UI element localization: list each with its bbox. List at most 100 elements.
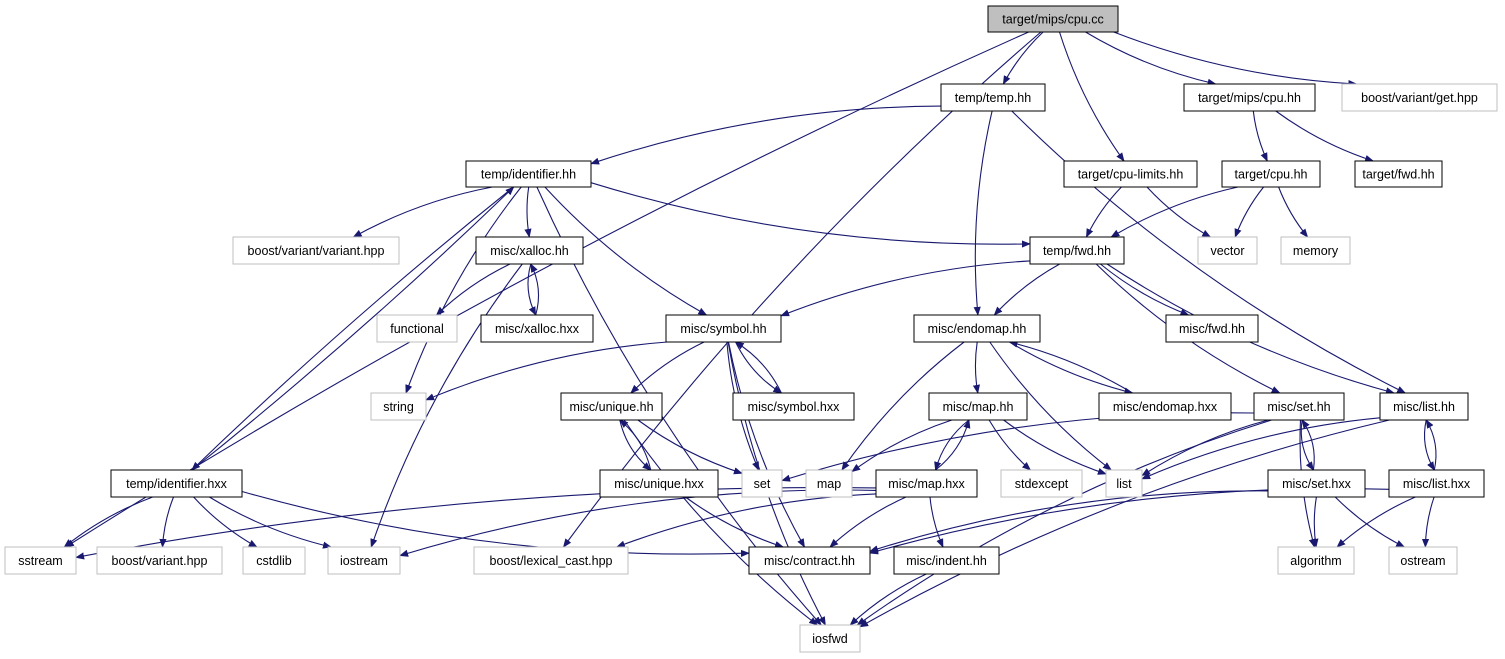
node-symbol-hh[interactable]: misc/symbol.hh <box>665 314 782 343</box>
node-xalloc-hxx[interactable]: misc/xalloc.hxx <box>480 314 594 343</box>
node-endomap-hxx[interactable]: misc/endomap.hxx <box>1098 392 1232 421</box>
edge-symbol_hxx-to-symbol_hh <box>734 341 782 394</box>
node-identifier-hxx[interactable]: temp/identifier.hxx <box>110 469 243 498</box>
edge-symbol_hh-to-contract_hh <box>727 341 805 548</box>
node-string: string <box>370 392 427 421</box>
node-list-hxx[interactable]: misc/list.hxx <box>1388 469 1485 498</box>
node-label: sstream <box>18 554 62 568</box>
edge-temp_hh-to-identifier_hh <box>590 105 942 165</box>
node-stdexcept: stdexcept <box>1000 469 1083 498</box>
edge-set_hh-to-iosfwd <box>856 419 1272 626</box>
node-cpu-limits[interactable]: target/cpu-limits.hh <box>1063 160 1198 188</box>
node-map-hxx[interactable]: misc/map.hxx <box>875 469 978 498</box>
node-target-cpu[interactable]: target/cpu.hh <box>1221 160 1321 188</box>
node-label: target/mips/cpu.hh <box>1198 91 1301 105</box>
node-misc-fwd[interactable]: misc/fwd.hh <box>1165 314 1259 343</box>
node-box <box>475 236 584 265</box>
node-label: target/cpu-limits.hh <box>1078 168 1184 182</box>
node-box <box>732 392 855 421</box>
edge-endomap_hh-to-list <box>989 341 1112 471</box>
node-cpu-cc[interactable]: target/mips/cpu.cc <box>987 5 1119 33</box>
node-target-fwd[interactable]: target/fwd.hh <box>1354 160 1443 188</box>
node-label: boost/lexical_cast.hpp <box>490 554 613 568</box>
edge-list_hxx-to-list_hh <box>1425 419 1437 471</box>
node-indent-hh[interactable]: misc/indent.hh <box>893 546 1000 575</box>
edge-unique_hh-to-iosfwd <box>623 419 819 626</box>
node-functional: functional <box>376 314 458 343</box>
node-temp-hh[interactable]: temp/temp.hh <box>940 83 1046 112</box>
node-unique-hh[interactable]: misc/unique.hh <box>560 392 663 421</box>
node-box <box>1221 160 1321 188</box>
edge-identifier_hh-to-symbol_hh <box>544 186 708 316</box>
node-box <box>370 392 427 421</box>
edge-identifier_hxx-to-iostream <box>209 496 332 549</box>
node-label: misc/symbol.hh <box>680 322 766 336</box>
edge-identifier_hxx-to-sstream <box>63 496 153 548</box>
edge-map_hxx-to-indent_hh <box>929 496 944 548</box>
node-iosfwd: iosfwd <box>799 624 861 653</box>
node-box <box>1105 469 1143 498</box>
node-box <box>987 5 1119 33</box>
node-xalloc-hh[interactable]: misc/xalloc.hh <box>475 236 584 265</box>
node-box <box>1063 160 1198 188</box>
node-variant-variant: boost/variant/variant.hpp <box>232 236 400 265</box>
node-set-hh[interactable]: misc/set.hh <box>1253 392 1345 421</box>
edge-set_hh-to-list <box>1141 419 1269 477</box>
edge-identifier_hh-to-string <box>405 186 522 394</box>
node-label: list <box>1116 477 1132 491</box>
edge-indent_hh-to-iosfwd <box>849 573 927 626</box>
node-box <box>1379 392 1469 421</box>
edge-unique_hh-to-set <box>637 419 743 475</box>
node-box <box>799 624 861 653</box>
edge-symbol_hh-to-string <box>425 341 668 401</box>
node-mips-cpu-hh[interactable]: target/mips/cpu.hh <box>1183 83 1316 112</box>
node-label: target/cpu.hh <box>1235 168 1308 182</box>
node-variant-get: boost/variant/get.hpp <box>1341 83 1498 112</box>
node-list-hh[interactable]: misc/list.hh <box>1379 392 1469 421</box>
edge-identifier_hxx-to-cstdlib <box>193 496 258 548</box>
node-endomap-hh[interactable]: misc/endomap.hh <box>913 314 1041 343</box>
node-contract-hh[interactable]: misc/contract.hh <box>748 546 871 575</box>
node-label: misc/symbol.hxx <box>748 400 840 414</box>
edge-map_hh-to-map <box>851 419 953 473</box>
edge-xalloc_hxx-to-xalloc_hh <box>530 263 540 316</box>
edge-map_hxx-to-map_hh <box>935 419 971 471</box>
node-label: misc/list.hxx <box>1403 477 1471 491</box>
node-label: iosfwd <box>812 632 847 646</box>
node-label: target/fwd.hh <box>1362 168 1434 182</box>
node-box <box>96 546 223 575</box>
node-unique-hxx[interactable]: misc/unique.hxx <box>599 469 719 498</box>
node-box <box>480 314 594 343</box>
edge-unique_hxx-to-unique_hh <box>619 419 652 471</box>
node-set-hxx[interactable]: misc/set.hxx <box>1267 469 1366 498</box>
edge-temp_fwd-to-symbol_hh <box>780 260 1031 317</box>
node-identifier-hh[interactable]: temp/identifier.hh <box>465 160 592 188</box>
node-temp-fwd[interactable]: temp/fwd.hh <box>1029 236 1125 265</box>
node-ostream: ostream <box>1388 546 1458 575</box>
node-map-hh[interactable]: misc/map.hh <box>928 392 1028 421</box>
edge-symbol_hh-to-symbol_hxx <box>735 341 783 394</box>
node-box <box>1165 314 1259 343</box>
edge-cpu_cc-to-sstream <box>64 31 1029 548</box>
node-box <box>1388 469 1485 498</box>
node-label: map <box>817 477 841 491</box>
node-box <box>473 546 629 575</box>
node-label: misc/endomap.hh <box>928 322 1027 336</box>
node-symbol-hxx[interactable]: misc/symbol.hxx <box>732 392 855 421</box>
node-label: string <box>383 400 414 414</box>
edge-endomap_hxx-to-endomap_hh <box>1008 340 1133 394</box>
node-box <box>1341 83 1498 112</box>
node-label: boost/variant/variant.hpp <box>248 244 385 258</box>
edge-cpu_limits-to-vector <box>1146 186 1212 238</box>
node-box <box>875 469 978 498</box>
edge-set_hxx-to-set_hh <box>1301 419 1315 471</box>
node-box <box>110 469 243 498</box>
node-box <box>1280 236 1351 265</box>
edge-target_cpu-to-vector <box>1234 186 1265 238</box>
node-box <box>1267 469 1366 498</box>
node-box <box>940 83 1046 112</box>
node-cstdlib: cstdlib <box>242 546 306 575</box>
edge-map_hh-to-map_hxx <box>934 419 970 471</box>
edge-symbol_hh-to-unique_hh <box>630 341 705 394</box>
